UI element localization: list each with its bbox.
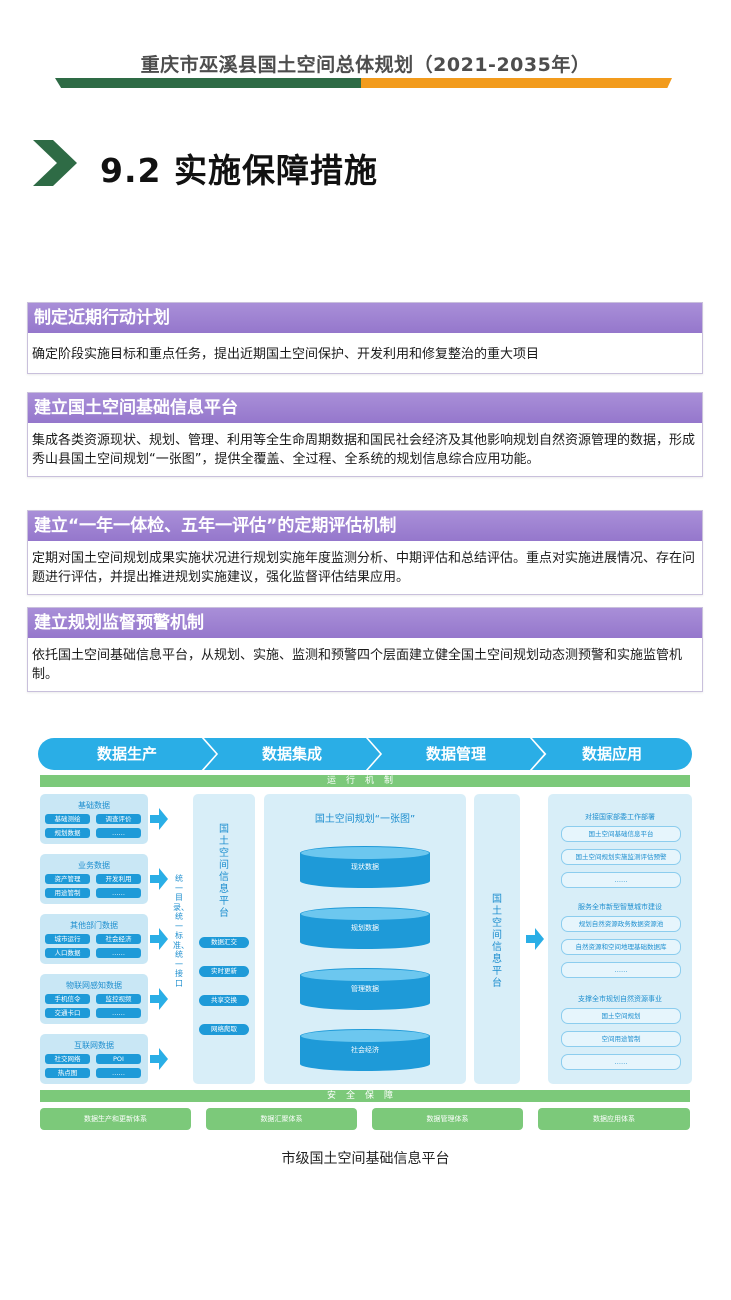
- card-supervision-warning: 建立规划监督预警机制 依托国土空间基础信息平台，从规划、实施、监测和预警四个层面…: [27, 607, 703, 692]
- phase-chevron: 数据集成: [204, 738, 380, 770]
- card-body: 依托国土空间基础信息平台，从规划、实施、监测和预警四个层面建立健全国土空间规划动…: [32, 648, 683, 682]
- data-chip: 热点图: [45, 1068, 90, 1078]
- application-section-title: 支撑全市规划自然资源事业: [578, 995, 662, 1003]
- header-bar-green: [55, 78, 361, 88]
- unify-standards-text: 统一目录、统一标准、统一接口: [173, 874, 189, 988]
- card-title: 建立规划监督预警机制: [28, 608, 702, 638]
- group-title: 互联网数据: [74, 1041, 114, 1050]
- platform-label: 国土空间信息平台: [219, 824, 229, 919]
- card-near-term-plan: 制定近期行动计划 确定阶段实施目标和重点任务，提出近期国土空间保护、开发利用和修…: [27, 302, 703, 374]
- data-group-internet: 互联网数据 社交网络 POI 热点图 ……: [40, 1034, 148, 1084]
- data-chip: 社会经济: [96, 934, 141, 944]
- section-title: 9.2 实施保障措施: [100, 151, 378, 190]
- application-item: 国土空间规划: [561, 1008, 681, 1024]
- method-pill: 数据汇交: [199, 937, 249, 948]
- data-chip: ……: [96, 1008, 141, 1018]
- data-chip: 监控视频: [96, 994, 141, 1004]
- data-chip: 用途管制: [45, 888, 90, 898]
- data-group-iot: 物联网感知数据 手机信令 监控视频 交通卡口 ……: [40, 974, 148, 1024]
- card-body: 集成各类资源现状、规划、管理、利用等全生命周期数据和国民社会经济及其他影响规划自…: [32, 433, 696, 467]
- cylinder-label: 社会经济: [351, 1046, 379, 1054]
- figure-caption: 市级国土空间基础信息平台: [281, 1151, 450, 1167]
- data-chip: POI: [96, 1054, 141, 1064]
- group-title: 基础数据: [78, 801, 110, 810]
- chevron-right-icon: [33, 140, 77, 186]
- header-bar-orange: [361, 78, 672, 88]
- phase-chevron: 数据管理: [368, 738, 544, 770]
- arrow-right-icon: [150, 868, 168, 890]
- one-map-title: 国土空间规划“一张图”: [314, 814, 416, 825]
- card-info-platform: 建立国土空间基础信息平台 集成各类资源现状、规划、管理、利用等全生命周期数据和国…: [27, 392, 703, 477]
- cylinder-label: 现状数据: [351, 863, 379, 871]
- card-title: 制定近期行动计划: [28, 303, 702, 333]
- data-group-basic: 基础数据 基础测绘 调查评价 规划数据 ……: [40, 794, 148, 844]
- arrow-right-icon: [526, 928, 544, 950]
- platform-label: 国土空间信息平台: [492, 894, 502, 989]
- application-item: 空间用途管制: [561, 1031, 681, 1047]
- method-pill: 共享交换: [199, 995, 249, 1006]
- method-pill: 实时更新: [199, 966, 249, 977]
- security-bar: 安全保障: [40, 1090, 690, 1102]
- card-body: 确定阶段实施目标和重点任务，提出近期国土空间保护、开发利用和修复整治的重大项目: [32, 347, 540, 362]
- group-title: 物联网感知数据: [66, 981, 122, 990]
- application-item: ……: [561, 872, 681, 888]
- data-chip: 人口数据: [45, 948, 90, 958]
- card-evaluation-mechanism: 建立“一年一体检、五年一评估”的定期评估机制 定期对国土空间规划成果实施状况进行…: [27, 510, 703, 595]
- data-group-other-departments: 其他部门数据 城市运行 社会经济 人口数据 ……: [40, 914, 148, 964]
- arrow-right-icon: [150, 928, 168, 950]
- system-bar: 数据应用体系: [538, 1108, 690, 1130]
- data-chip: 调查评价: [96, 814, 141, 824]
- card-body: 定期对国土空间规划成果实施状况进行规划实施年度监测分析、中期评估和总结评估。重点…: [32, 551, 696, 585]
- phase-chevron: 数据应用: [532, 738, 692, 770]
- database-cylinder: 规划数据: [300, 907, 430, 949]
- card-title: 建立国土空间基础信息平台: [28, 393, 702, 423]
- group-title: 其他部门数据: [70, 921, 118, 930]
- database-cylinder: 管理数据: [300, 968, 430, 1010]
- data-group-business: 业务数据 资产管理 开发利用 用途管制 ……: [40, 854, 148, 904]
- data-chip: 资产管理: [45, 874, 90, 884]
- data-chip: 规划数据: [45, 828, 90, 838]
- data-chip: 社交网络: [45, 1054, 90, 1064]
- application-item: 国土空间规划实施监测评估预警: [561, 849, 681, 865]
- system-bar: 数据汇聚体系: [206, 1108, 357, 1130]
- database-cylinder: 现状数据: [300, 846, 430, 888]
- application-item: 国土空间基础信息平台: [561, 826, 681, 842]
- operation-mechanism-bar: 运行机制: [40, 775, 690, 787]
- data-chip: ……: [96, 888, 141, 898]
- one-map-panel: 国土空间规划“一张图” 现状数据 规划数据 管理数据 社会经济: [264, 794, 466, 1084]
- application-item: 规划自然资源政务数据资源池: [561, 916, 681, 932]
- database-cylinder: 社会经济: [300, 1029, 430, 1071]
- cylinder-label: 管理数据: [351, 985, 379, 993]
- data-chip: ……: [96, 828, 141, 838]
- platform-panel-left: 国土空间信息平台 数据汇交 实时更新 共享交换 网络爬取: [193, 794, 255, 1084]
- method-pill: 网络爬取: [199, 1024, 249, 1035]
- platform-panel-right: 国土空间信息平台: [474, 794, 520, 1084]
- data-chip: ……: [96, 1068, 141, 1078]
- data-chip: 手机信令: [45, 994, 90, 1004]
- data-chip: 开发利用: [96, 874, 141, 884]
- data-chip: ……: [96, 948, 141, 958]
- platform-diagram: 数据生产 数据集成 数据管理 数据应用 运行机制 基础数据 基础测绘 调查评价 …: [36, 736, 696, 1136]
- application-section-title: 服务全市新型智慧城市建设: [578, 903, 662, 911]
- cylinder-label: 规划数据: [351, 924, 379, 932]
- arrow-right-icon: [150, 988, 168, 1010]
- phase-chevron: 数据生产: [38, 738, 216, 770]
- system-bar: 数据管理体系: [372, 1108, 523, 1130]
- phase-band: 数据生产 数据集成 数据管理 数据应用: [36, 736, 692, 772]
- application-item: ……: [561, 962, 681, 978]
- arrow-right-icon: [150, 1048, 168, 1070]
- data-chip: 城市运行: [45, 934, 90, 944]
- application-section-title: 对接国家部委工作部署: [585, 813, 655, 821]
- header-color-bar: [55, 78, 672, 88]
- group-title: 业务数据: [78, 861, 110, 870]
- application-item: 自然资源和空间地理基础数据库: [561, 939, 681, 955]
- arrow-right-icon: [150, 808, 168, 830]
- data-chip: 交通卡口: [45, 1008, 90, 1018]
- card-title: 建立“一年一体检、五年一评估”的定期评估机制: [28, 511, 702, 541]
- data-chip: 基础测绘: [45, 814, 90, 824]
- application-item: ……: [561, 1054, 681, 1070]
- system-bar: 数据生产和更新体系: [40, 1108, 191, 1130]
- document-header-title: 重庆市巫溪县国土空间总体规划（2021-2035年）: [140, 54, 591, 76]
